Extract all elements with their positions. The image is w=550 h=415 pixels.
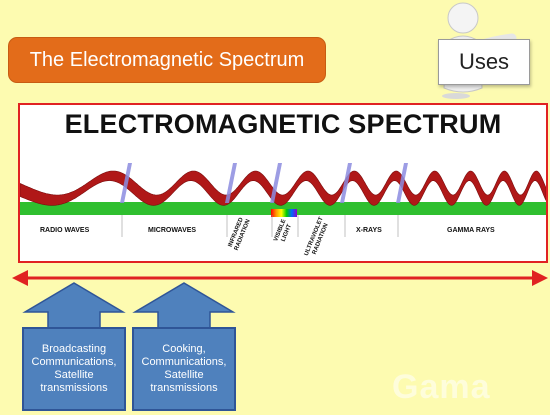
watermark: Gama bbox=[392, 368, 491, 406]
visible-light-rainbow bbox=[271, 209, 297, 217]
band-label-xrays: X-RAYS bbox=[356, 227, 382, 234]
use-box-microwave: Cooking, Communications, Satellite trans… bbox=[132, 327, 236, 411]
spectrum-wave-graphic bbox=[20, 163, 546, 237]
up-arrow-radio-icon bbox=[22, 282, 126, 330]
uses-sign: Uses bbox=[438, 39, 530, 85]
slide-title: The Electromagnetic Spectrum bbox=[8, 37, 326, 83]
spectrum-range-arrow bbox=[12, 270, 548, 286]
em-wave bbox=[20, 170, 546, 206]
use-text-microwave: Cooking, Communications, Satellite trans… bbox=[141, 343, 227, 394]
up-arrow-microwave-icon bbox=[132, 282, 236, 330]
spectrum-diagram: ELECTROMAGNETIC SPECTRUM RADIO WAVES MIC… bbox=[18, 103, 548, 263]
spectrum-heading: ELECTROMAGNETIC SPECTRUM bbox=[64, 109, 502, 139]
use-box-radio: Broadcasting Communications, Satellite t… bbox=[22, 327, 126, 411]
band-label-gamma: GAMMA RAYS bbox=[447, 227, 495, 234]
band-dividers bbox=[120, 163, 408, 203]
band-label-radio: RADIO WAVES bbox=[40, 227, 90, 234]
use-text-radio: Broadcasting Communications, Satellite t… bbox=[31, 343, 117, 394]
band-label-microwaves: MICROWAVES bbox=[148, 227, 197, 234]
